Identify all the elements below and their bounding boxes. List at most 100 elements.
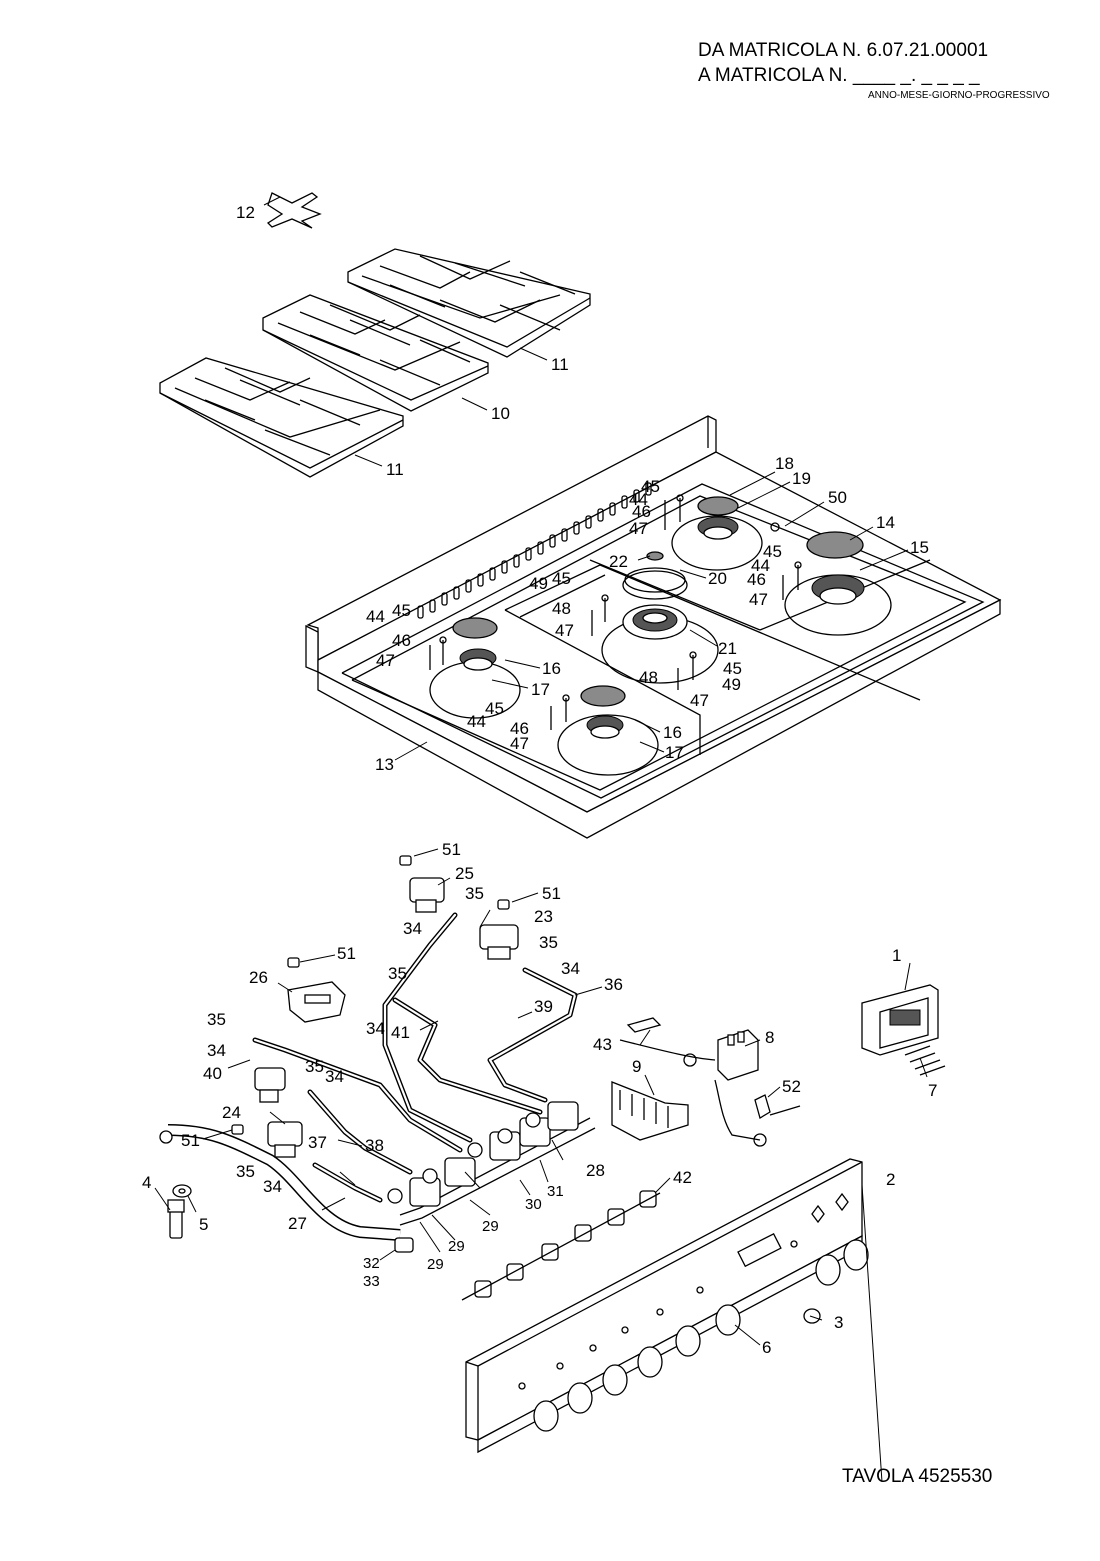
callout-35e: 35 (305, 1057, 324, 1076)
callout-15: 15 (910, 538, 929, 557)
callout-50: 50 (828, 488, 847, 507)
part-51-caps (231, 855, 510, 1135)
callout-48a: 48 (552, 599, 571, 618)
callout-34f: 34 (263, 1177, 282, 1196)
callout-34a: 34 (403, 919, 422, 938)
callout-45d: 45 (392, 601, 411, 620)
callout-29b: 29 (448, 1238, 465, 1255)
part-6-control-knobs (533, 1239, 869, 1432)
callout-37: 37 (308, 1133, 327, 1152)
callout-44b: 44 (751, 556, 770, 575)
callout-16b: 16 (663, 723, 682, 742)
part-24b (267, 1121, 303, 1158)
callout-6: 6 (762, 1338, 771, 1357)
serial-from-label: DA MATRICOLA N. 6.07.21.00001 (698, 40, 989, 61)
burner-left-front (580, 685, 626, 739)
callout-26: 26 (249, 968, 268, 987)
part-10-pan-support-grid-center (262, 294, 489, 412)
callout-35c: 35 (388, 964, 407, 983)
part-3-knob-button (803, 1308, 821, 1324)
callout-47c: 47 (555, 621, 574, 640)
callout-24: 24 (222, 1103, 241, 1122)
callout-49b: 49 (722, 675, 741, 694)
callout-42: 42 (673, 1168, 692, 1187)
callout-20: 20 (708, 569, 727, 588)
callout-46d: 46 (510, 719, 529, 738)
callout-45a: 45 (641, 477, 660, 496)
callout-21: 21 (718, 639, 737, 658)
callout-28: 28 (586, 1161, 605, 1180)
callout-27: 27 (288, 1214, 307, 1233)
callout-43: 43 (593, 1035, 612, 1054)
part-24a (254, 1067, 286, 1103)
callout-45f: 45 (485, 699, 504, 718)
callout-labels: 12 11 10 11 13 18 19 50 14 15 45 44 46 4… (142, 203, 937, 1357)
callout-47e: 47 (690, 691, 709, 710)
callout-46a: 46 (632, 502, 651, 521)
callout-1: 1 (892, 946, 901, 965)
part-9-terminal-block (611, 1081, 689, 1141)
callout-46c: 46 (392, 631, 411, 650)
callout-45c: 45 (552, 569, 571, 588)
callout-16a: 16 (542, 659, 561, 678)
callout-36: 36 (604, 975, 623, 994)
callout-47b: 47 (749, 590, 768, 609)
burner-right-large (806, 531, 865, 605)
callout-30: 30 (525, 1196, 542, 1213)
callout-34d: 34 (207, 1041, 226, 1060)
part-42-valve-bezels (461, 1190, 661, 1301)
callout-47d: 47 (376, 651, 395, 670)
part-11-pan-support-grid-rear (347, 248, 591, 358)
callout-47a: 47 (629, 519, 648, 538)
table-reference: TAVOLA 4525530 (842, 1466, 993, 1487)
callout-51d: 51 (181, 1131, 200, 1150)
part-26 (287, 981, 346, 1023)
callout-44c: 44 (366, 607, 385, 626)
callout-5: 5 (199, 1215, 208, 1234)
callout-35a: 35 (465, 884, 484, 903)
part-1-electronic-programmer (861, 984, 946, 1076)
part-12-grid-foot (266, 192, 322, 229)
callout-10: 10 (491, 404, 510, 423)
callout-11b: 11 (386, 460, 404, 479)
gas-pipes (252, 912, 578, 1203)
igniter-thermocouple-group (429, 494, 802, 730)
callout-17a: 17 (531, 680, 550, 699)
part-4-hose-nozzle (167, 1199, 185, 1239)
callout-35f: 35 (236, 1162, 255, 1181)
callout-29a: 29 (427, 1256, 444, 1273)
callout-31: 31 (547, 1183, 564, 1200)
callout-7: 7 (928, 1081, 937, 1100)
callout-45b: 45 (763, 542, 782, 561)
callout-3: 3 (834, 1313, 843, 1332)
callout-49a: 49 (529, 574, 548, 593)
callout-45e: 45 (723, 659, 742, 678)
callout-22: 22 (609, 552, 628, 571)
cables (619, 1039, 801, 1147)
part-27-gas-ramp (159, 1117, 596, 1241)
callout-19: 19 (792, 469, 811, 488)
serial-format-note: ANNO-MESE-GIORNO-PROGRESSIVO (868, 90, 1050, 101)
callout-35b: 35 (539, 933, 558, 952)
callout-33: 33 (363, 1273, 380, 1290)
callout-25: 25 (455, 864, 474, 883)
part-5-washer (172, 1184, 192, 1198)
serial-to-label: A MATRICOLA N. ____ _. _ _ _ _ (698, 65, 980, 86)
thermostat-parts (254, 877, 519, 1158)
part-23 (479, 924, 519, 960)
callout-17b: 17 (665, 743, 684, 762)
callout-40: 40 (203, 1064, 222, 1083)
callout-34e: 34 (325, 1067, 344, 1086)
callout-13: 13 (375, 755, 394, 774)
callout-29c: 29 (482, 1218, 499, 1235)
callout-2: 2 (886, 1170, 895, 1189)
gas-valves (387, 1101, 579, 1253)
callout-44d: 44 (467, 712, 486, 731)
callout-35d: 35 (207, 1010, 226, 1029)
callout-9: 9 (632, 1057, 641, 1076)
callout-47f: 47 (510, 734, 529, 753)
callout-4: 4 (142, 1173, 151, 1192)
callout-52: 52 (782, 1077, 801, 1096)
callout-8: 8 (765, 1028, 774, 1047)
burner-left-rear (452, 617, 498, 671)
